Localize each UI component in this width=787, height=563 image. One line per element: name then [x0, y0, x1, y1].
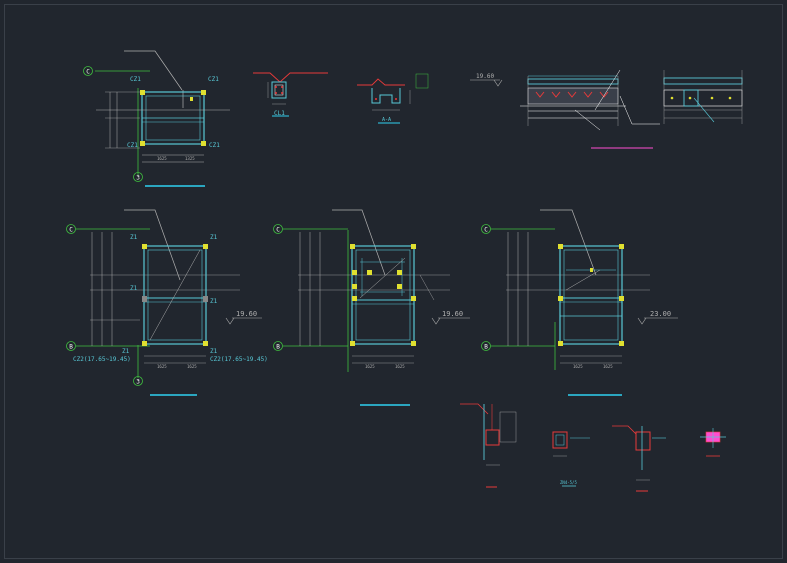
section-caption: ZN4-5/5 [560, 480, 577, 485]
dimension-text: 1625 [157, 364, 167, 369]
level-marker: 19.60 [236, 310, 257, 318]
section-bottom-2 [552, 431, 590, 487]
grid-bubble-b-mid-right [481, 341, 491, 351]
grid-label: C [276, 227, 280, 234]
dimension-text: 1625 [603, 364, 613, 369]
column-note: CZ2(17.65~19.45) [73, 356, 131, 363]
dimension-text: 1625 [157, 156, 167, 161]
section-bottom-1 [460, 403, 517, 488]
level-marker: 19.60 [476, 73, 494, 80]
column-label: Z1 [130, 285, 138, 292]
grid-label: C [69, 227, 73, 234]
column-label: CZ1 [209, 142, 220, 149]
column-note: CZ2(17.65~19.45) [210, 356, 268, 363]
dimension-text: 1625 [573, 364, 583, 369]
level-marker: 19.60 [442, 310, 463, 318]
grid-bubble-c-mid-left [66, 224, 76, 234]
dimension-text: 1625 [187, 364, 197, 369]
plan-mid-left [76, 209, 262, 396]
section-bottom-3 [612, 425, 666, 492]
column-label: Z1 [210, 298, 218, 305]
section-bottom-4 [700, 428, 726, 457]
column-label: Z1 [130, 234, 138, 241]
grid-bubble-c-top [83, 66, 93, 76]
level-marker: 23.00 [650, 310, 671, 318]
dimension-text: 1325 [185, 156, 195, 161]
section-a-a [357, 73, 429, 124]
column-label: CZ1 [127, 142, 138, 149]
grid-bubble-b-mid-center [273, 341, 283, 351]
column-label: Z1 [210, 234, 218, 241]
grid-bubble-3-mid-left [133, 376, 143, 386]
plan-top-left [95, 50, 230, 187]
grid-bubble-c-mid-right [481, 224, 491, 234]
grid-label: C [484, 227, 488, 234]
plan-mid-center [283, 209, 470, 406]
drawing-frame [4, 4, 783, 559]
plan-mid-right [491, 209, 678, 396]
column-label: Z1 [122, 348, 130, 355]
grid-label: 3 [136, 175, 140, 182]
section-label: CL1 [274, 110, 285, 117]
grid-label: C [86, 69, 90, 76]
column-label: CZ1 [130, 76, 141, 83]
dimension-text: 1625 [395, 364, 405, 369]
grid-bubble-b-mid-left [66, 341, 76, 351]
grid-label: B [276, 344, 280, 351]
grid-label: 3 [136, 379, 140, 386]
section-cl1 [253, 72, 328, 117]
column-label: Z1 [210, 348, 218, 355]
grid-label: B [69, 344, 73, 351]
column-label: CZ1 [208, 76, 219, 83]
dimension-text: 1625 [365, 364, 375, 369]
grid-bubble-3-top [133, 172, 143, 182]
grid-label: B [484, 344, 488, 351]
section-label: A-A [382, 117, 391, 123]
section-slab [470, 69, 743, 149]
grid-bubble-c-mid-center [273, 224, 283, 234]
